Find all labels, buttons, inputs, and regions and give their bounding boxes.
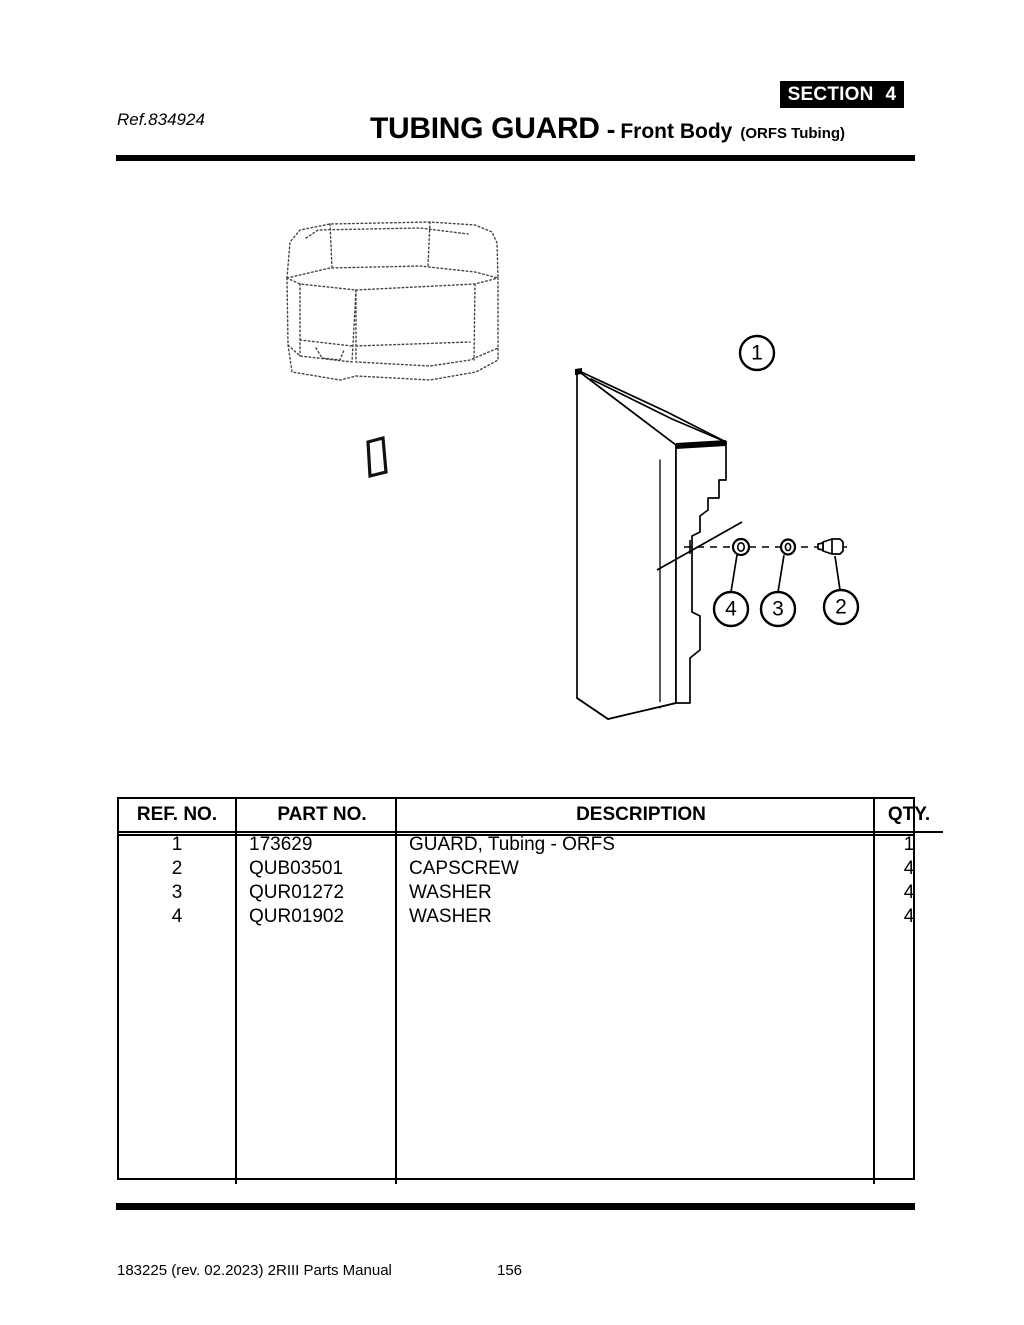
table-row-filler (119, 929, 943, 1184)
cell-part-no: 173629 (235, 832, 397, 857)
technical-illustration: 1 4 3 2 (286, 221, 860, 720)
cell-description: WASHER (395, 881, 875, 905)
callout-1-label: 1 (751, 342, 763, 365)
table-row: 1 173629 GUARD, Tubing - ORFS 1 (119, 832, 943, 857)
callout-2-label: 2 (835, 596, 847, 619)
callout-4-label: 4 (725, 598, 737, 621)
table-header-double-rule (119, 834, 913, 836)
footer-divider-rule (116, 1203, 915, 1210)
page-title-sub: Front Body (620, 120, 733, 143)
ghost-highlight-guard-location (366, 435, 388, 479)
footer-page-number: 156 (497, 1262, 523, 1279)
cell-part-no: QUB03501 (235, 857, 397, 881)
column-header-ref-no: REF. NO. (119, 799, 237, 833)
cell-qty: 1 (873, 832, 943, 857)
washer-small-glyph (779, 538, 797, 556)
cell-qty: 4 (873, 905, 943, 929)
header-divider-rule (116, 155, 915, 161)
cell-description: WASHER (395, 905, 875, 929)
machine-body-ghost-view (286, 221, 499, 381)
page-title-dash: - (606, 114, 616, 144)
tubing-guard-panel (575, 368, 727, 720)
table-header-row: REF. NO. PART NO. DESCRIPTION QTY. (119, 799, 943, 833)
leader-line-4 (730, 554, 738, 593)
parts-table: REF. NO. PART NO. DESCRIPTION QTY. 1 173… (117, 797, 943, 1184)
cell-part-no: QUR01902 (235, 905, 397, 929)
cell-description: CAPSCREW (395, 857, 875, 881)
cell-description: GUARD, Tubing - ORFS (395, 832, 875, 857)
callout-3-label: 3 (772, 598, 784, 621)
table-row: 3 QUR01272 WASHER 4 (119, 881, 943, 905)
section-badge: SECTION 4 (780, 81, 904, 108)
capscrew-glyph (817, 538, 844, 555)
parts-table-body: 1 173629 GUARD, Tubing - ORFS 1 2 QUB035… (119, 832, 943, 1184)
table-row: 4 QUR01902 WASHER 4 (119, 905, 943, 929)
washer-large-glyph (731, 537, 751, 557)
callout-3: 3 (759, 590, 797, 628)
leader-line-3 (777, 554, 785, 593)
cell-qty: 4 (873, 881, 943, 905)
filler-cell (119, 929, 237, 1184)
leader-line-2 (834, 555, 841, 591)
column-header-part-no: PART NO. (235, 799, 397, 833)
filler-cell (395, 929, 875, 1184)
callout-4: 4 (712, 590, 750, 628)
filler-cell (873, 929, 943, 1184)
cell-ref-no: 3 (119, 881, 237, 905)
leader-line-1 (656, 521, 743, 571)
callout-1: 1 (738, 334, 776, 372)
column-header-qty: QTY. (873, 799, 943, 833)
filler-cell (235, 929, 397, 1184)
page-title-paren: (ORFS Tubing) (740, 125, 846, 142)
footer-document-line: 183225 (rev. 02.2023) 2RIII Parts Manual (117, 1262, 392, 1279)
callout-2: 2 (822, 588, 860, 626)
cell-ref-no: 2 (119, 857, 237, 881)
cell-ref-no: 1 (119, 832, 237, 857)
column-header-description: DESCRIPTION (395, 799, 875, 833)
cell-part-no: QUR01272 (235, 881, 397, 905)
cell-qty: 4 (873, 857, 943, 881)
section-badge-number: 4 (885, 83, 897, 105)
table-row: 2 QUB03501 CAPSCREW 4 (119, 857, 943, 881)
page-title-main: TUBING GUARD (369, 112, 600, 145)
parts-table-header: REF. NO. PART NO. DESCRIPTION QTY. (119, 799, 943, 833)
page-title: TUBING GUARD - Front Body (ORFS Tubing) (300, 112, 915, 146)
reference-number: Ref.834924 (117, 110, 205, 129)
cell-ref-no: 4 (119, 905, 237, 929)
section-badge-label: SECTION (787, 83, 874, 105)
